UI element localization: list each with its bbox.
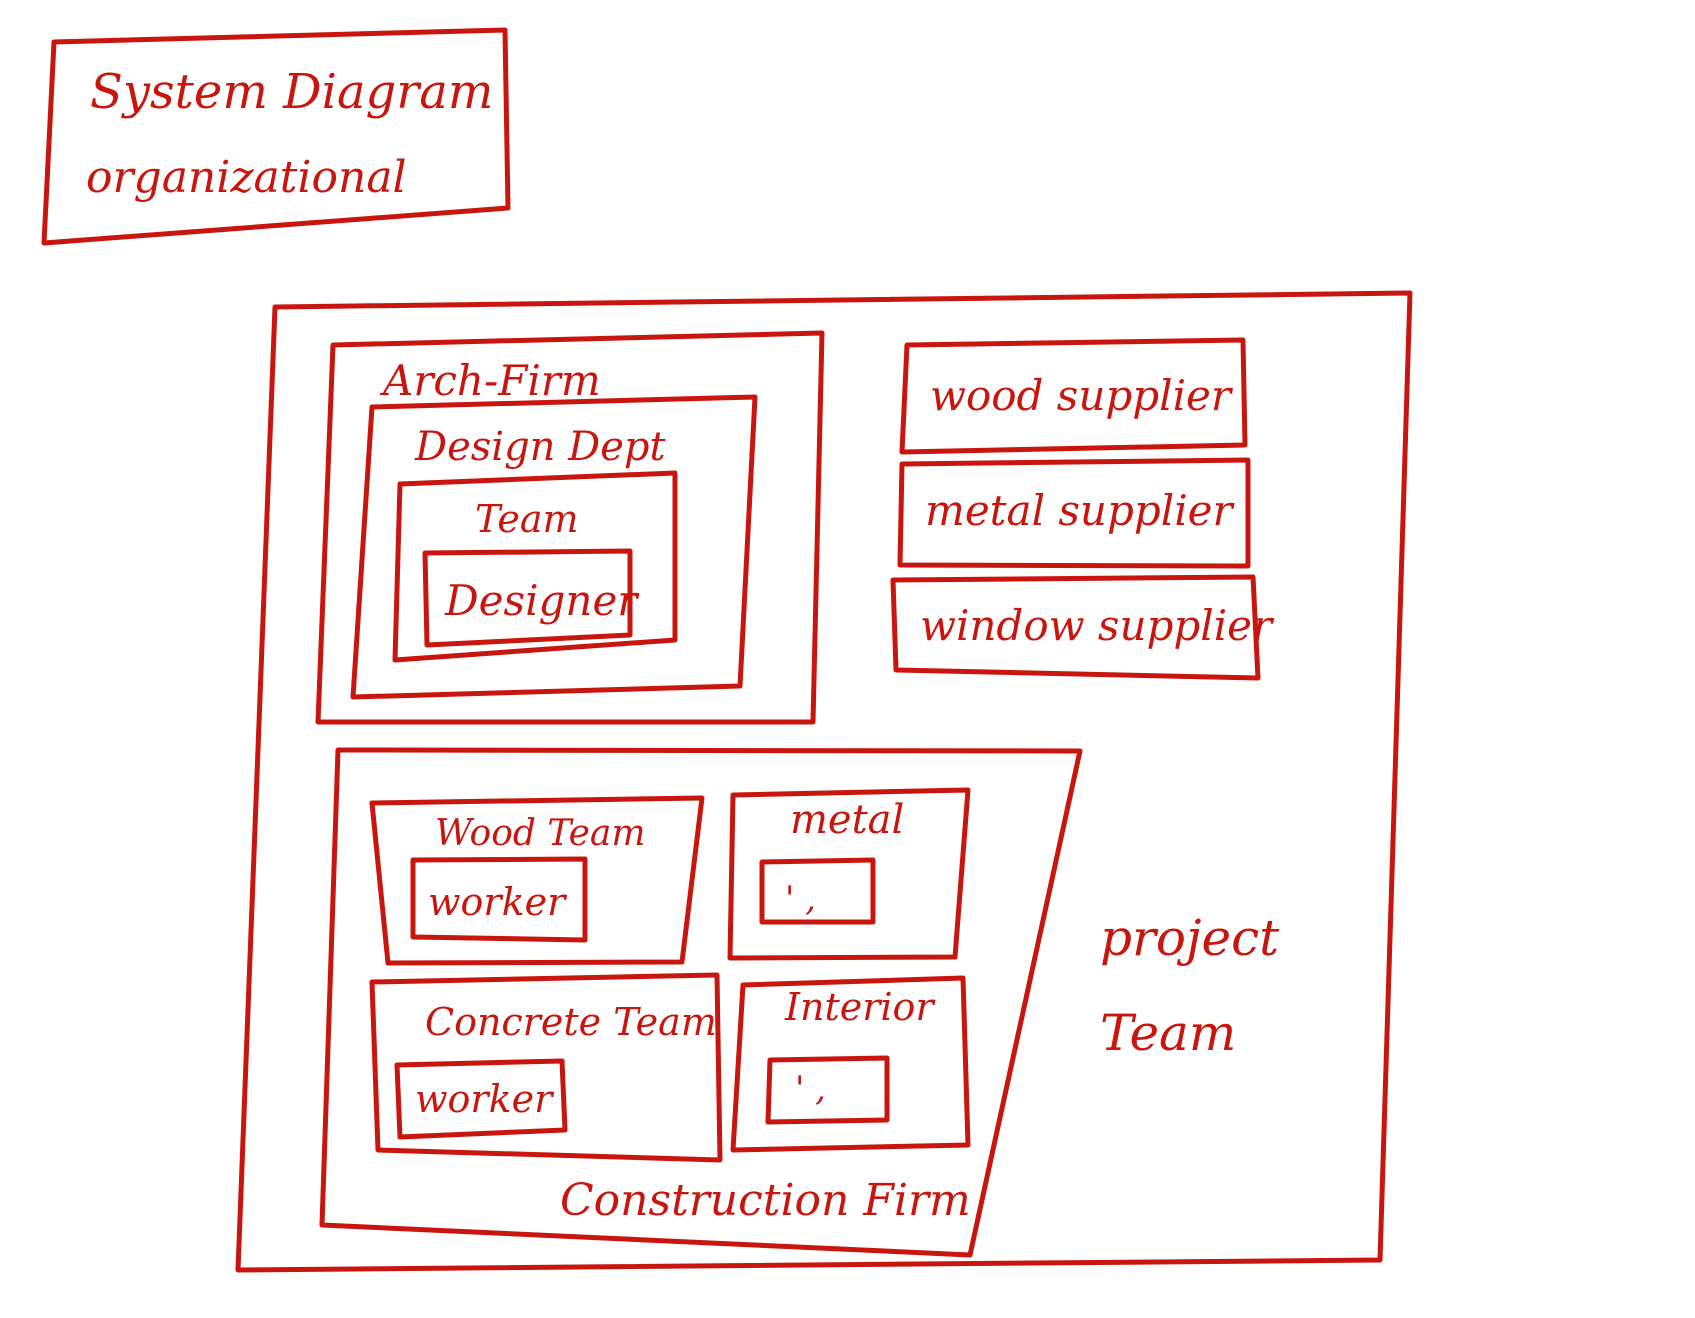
- metal-team-box: [727, 787, 971, 961]
- metal-team-member-box: [759, 857, 876, 925]
- arch-firm-box: [315, 330, 825, 725]
- metal-team-member-label: ' ,: [785, 879, 816, 919]
- wood-team-label: Wood Team: [435, 813, 646, 854]
- interior-team-member-box: [765, 1055, 890, 1125]
- project-team-block: project Team: [235, 290, 1413, 1273]
- construction-firm-label: Construction Firm: [560, 1175, 971, 1226]
- wood-team-worker-box: [410, 856, 588, 943]
- wood-team-worker-label: worker: [428, 880, 568, 924]
- suppliers-block: wood supplier metal supplier window supp…: [890, 337, 1275, 681]
- arch-firm-block: Arch-Firm Design Dept Team Designer: [315, 330, 825, 725]
- team-label: Team: [475, 497, 579, 541]
- window-supplier-box: [890, 574, 1261, 681]
- team-box: [392, 470, 678, 663]
- window-supplier-label: window supplier: [920, 601, 1275, 650]
- interior-team-box: [730, 975, 971, 1153]
- concrete-team-worker-box: [394, 1058, 568, 1140]
- title-line-2: organizational: [86, 152, 407, 203]
- arch-firm-label: Arch-Firm: [379, 356, 601, 405]
- designer-label: Designer: [444, 576, 640, 625]
- project-team-label-line-1: project: [1100, 909, 1280, 967]
- metal-supplier-box: [897, 457, 1251, 569]
- wood-team-box: [369, 795, 705, 966]
- project-team-box: [235, 290, 1413, 1273]
- title-box: [41, 27, 511, 246]
- interior-team-member-label: ' ,: [795, 1069, 826, 1109]
- designer-box: [422, 548, 633, 648]
- wood-supplier-box: [899, 337, 1248, 455]
- concrete-team-box: [369, 972, 723, 1163]
- title-line-1: System Diagram: [90, 64, 493, 120]
- design-dept-label: Design Dept: [414, 424, 666, 470]
- project-team-label-line-2: Team: [1100, 1004, 1236, 1062]
- metal-supplier-label: metal supplier: [925, 486, 1235, 535]
- metal-team-label: metal: [790, 797, 904, 843]
- wood-supplier-label: wood supplier: [930, 371, 1234, 420]
- interior-team-label: Interior: [784, 985, 936, 1029]
- title-block: System Diagram organizational: [41, 27, 511, 246]
- concrete-team-label: Concrete Team: [425, 1000, 717, 1044]
- concrete-team-worker-label: worker: [415, 1077, 555, 1121]
- construction-firm-block: Construction Firm Wood Team worker metal…: [319, 747, 1083, 1258]
- design-dept-box: [350, 394, 758, 700]
- construction-firm-box: [319, 747, 1083, 1258]
